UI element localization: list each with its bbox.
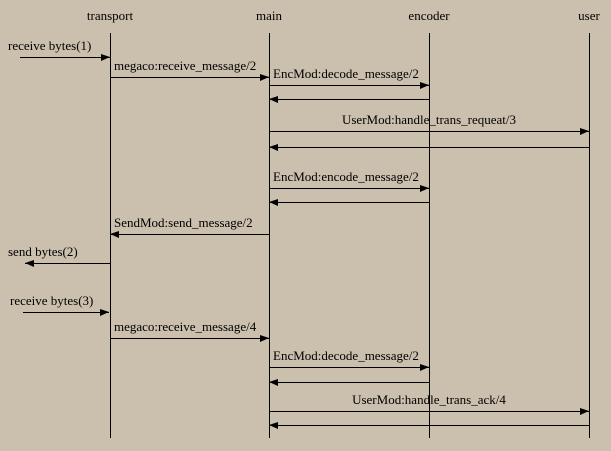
arrowhead-icon	[110, 231, 119, 238]
return-line	[269, 425, 589, 426]
message-line	[110, 77, 269, 78]
message-label: UserMod:handle_trans_ack/4	[352, 392, 506, 407]
arrowhead-icon	[269, 96, 278, 103]
message-label: EncMod:encode_message/2	[273, 169, 419, 184]
message-label: UserMod:handle_trans_requeat/3	[341, 112, 516, 127]
return-line	[269, 99, 429, 100]
arrowhead-icon	[25, 260, 34, 267]
lifeline-label-main: main	[256, 8, 282, 23]
arrowhead-icon	[420, 185, 429, 192]
message-label: receive bytes(3)	[10, 293, 94, 308]
message-line	[23, 312, 109, 313]
message-label: megaco:receive_message/2	[114, 58, 257, 73]
message-line	[20, 57, 110, 58]
arrowhead-icon	[100, 309, 109, 316]
message-label: megaco:receive_message/4	[114, 319, 257, 334]
lifeline-label-user: user	[578, 8, 600, 23]
arrowhead-icon	[269, 422, 278, 429]
arrowhead-icon	[580, 408, 589, 415]
message-line	[269, 85, 429, 86]
arrowhead-icon	[260, 74, 269, 81]
message-line	[269, 131, 589, 132]
message-line	[269, 188, 429, 189]
lifeline-main	[269, 33, 270, 438]
arrowhead-icon	[269, 379, 278, 386]
lifeline-encoder	[429, 33, 430, 438]
message-label: send bytes(2)	[8, 244, 78, 259]
lifeline-user	[589, 33, 590, 438]
message-line	[110, 338, 269, 339]
message-label: receive bytes(1)	[8, 38, 92, 53]
message-label: SendMod:send_message/2	[114, 215, 253, 230]
return-line	[269, 382, 429, 383]
arrowhead-icon	[260, 335, 269, 342]
arrowhead-icon	[580, 128, 589, 135]
lifeline-label-encoder: encoder	[408, 8, 450, 23]
message-line	[110, 234, 269, 235]
message-label: EncMod:decode_message/2	[273, 348, 419, 363]
arrowhead-icon	[420, 364, 429, 371]
message-label: EncMod:decode_message/2	[273, 66, 419, 81]
arrowhead-icon	[420, 82, 429, 89]
message-line	[269, 411, 589, 412]
return-line	[269, 202, 429, 203]
lifeline-label-transport: transport	[86, 8, 134, 23]
arrowhead-icon	[101, 54, 110, 61]
arrowhead-icon	[269, 199, 278, 206]
message-line	[269, 367, 429, 368]
message-line	[25, 263, 110, 264]
arrowhead-icon	[269, 144, 278, 151]
return-line	[269, 147, 589, 148]
